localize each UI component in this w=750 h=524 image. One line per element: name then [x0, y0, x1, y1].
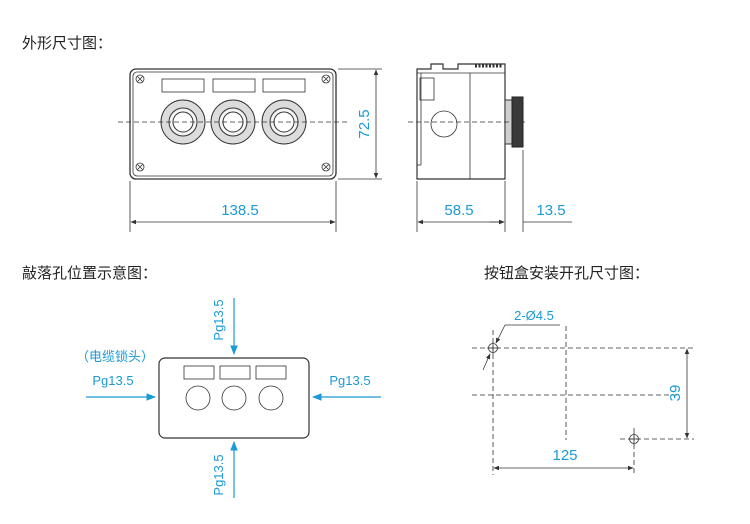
- box-outline: [158, 357, 310, 439]
- knockout-hole-icon: [430, 110, 458, 138]
- screw-icon: [135, 162, 145, 172]
- height-dimension: 72.5: [356, 109, 373, 138]
- outline-dimension-heading: 外形尺寸图：: [22, 34, 113, 52]
- screw-icon: [321, 74, 331, 84]
- label-window: [183, 365, 215, 380]
- side-view: 58.5 13.5: [408, 63, 572, 232]
- button-hole-icon: [221, 385, 247, 411]
- side-clip: [419, 77, 435, 101]
- button-hole-icon: [258, 385, 284, 411]
- knockout-diagram: Pg13.5 Pg13.5 （电缆锁头） Pg13.5 Pg13.5: [76, 298, 381, 498]
- push-button-icon: [261, 99, 307, 145]
- button-depth-dimension: 13.5: [536, 202, 565, 219]
- label-window: [262, 78, 306, 93]
- hole-spacing-horizontal: 125: [552, 447, 577, 464]
- front-view: 138.5 72.5: [118, 68, 382, 232]
- cutout-dimension-heading: 按钮盒安装开孔尺寸图：: [484, 264, 650, 282]
- side-outline: [416, 63, 506, 180]
- box-inner-edge: [132, 71, 334, 177]
- top-knockout-label: Pg13.5: [211, 299, 226, 340]
- label-window: [255, 365, 287, 380]
- width-dimension: 138.5: [221, 202, 259, 219]
- screw-icon: [321, 162, 331, 172]
- label-window: [212, 78, 256, 93]
- right-knockout-label: Pg13.5: [329, 373, 370, 388]
- cable-lock-note: （电缆锁头）: [76, 349, 154, 364]
- depth-dimension: 58.5: [444, 202, 473, 219]
- label-window: [161, 78, 205, 93]
- button-hole-icon: [185, 385, 211, 411]
- bottom-knockout-label: Pg13.5: [211, 454, 226, 495]
- hole-spacing-vertical: 39: [667, 385, 684, 402]
- left-knockout-label: Pg13.5: [92, 373, 133, 388]
- mounting-hole-icon: [487, 342, 499, 354]
- mounting-hole-icon: [628, 433, 640, 445]
- label-window: [219, 365, 251, 380]
- screw-icon: [135, 74, 145, 84]
- hole-spec-label: 2-Ø4.5: [514, 308, 554, 323]
- cutout-diagram: 2-Ø4.5 125 39: [472, 308, 694, 475]
- box-outline: [129, 68, 337, 180]
- knockout-position-heading: 敲落孔位置示意图：: [22, 264, 158, 282]
